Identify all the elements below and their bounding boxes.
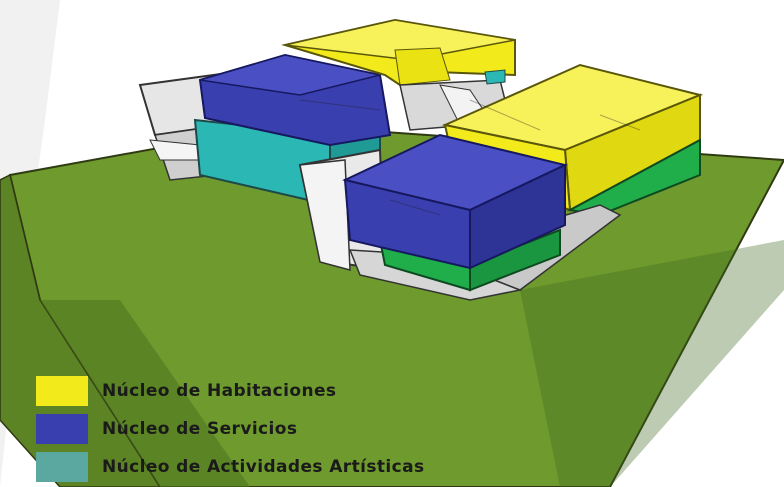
legend-swatch-habitaciones: [36, 376, 88, 406]
yellow-block-habitaciones-back: [281, 18, 516, 87]
legend-item-habitaciones: Núcleo de Habitaciones: [36, 372, 556, 410]
legend-item-servicios: Núcleo de Servicios: [36, 410, 556, 448]
sketch-texture-left: [0, 0, 60, 487]
legend-item-artisticas: Núcleo de Actividades Artísticas: [36, 448, 556, 486]
legend-swatch-artisticas: [36, 452, 88, 482]
blue-block-servicios-back: [198, 53, 392, 147]
legend-label-artisticas: Núcleo de Actividades Artísticas: [102, 457, 425, 477]
legend: Núcleo de Habitaciones Núcleo de Servici…: [36, 372, 556, 486]
legend-swatch-servicios: [36, 414, 88, 444]
legend-label-servicios: Núcleo de Servicios: [102, 419, 298, 439]
ground-shadow: [520, 240, 784, 487]
blue-block-servicios-front: [342, 133, 568, 270]
legend-label-habitaciones: Núcleo de Habitaciones: [102, 381, 337, 401]
sketch-lines: [299, 99, 641, 216]
